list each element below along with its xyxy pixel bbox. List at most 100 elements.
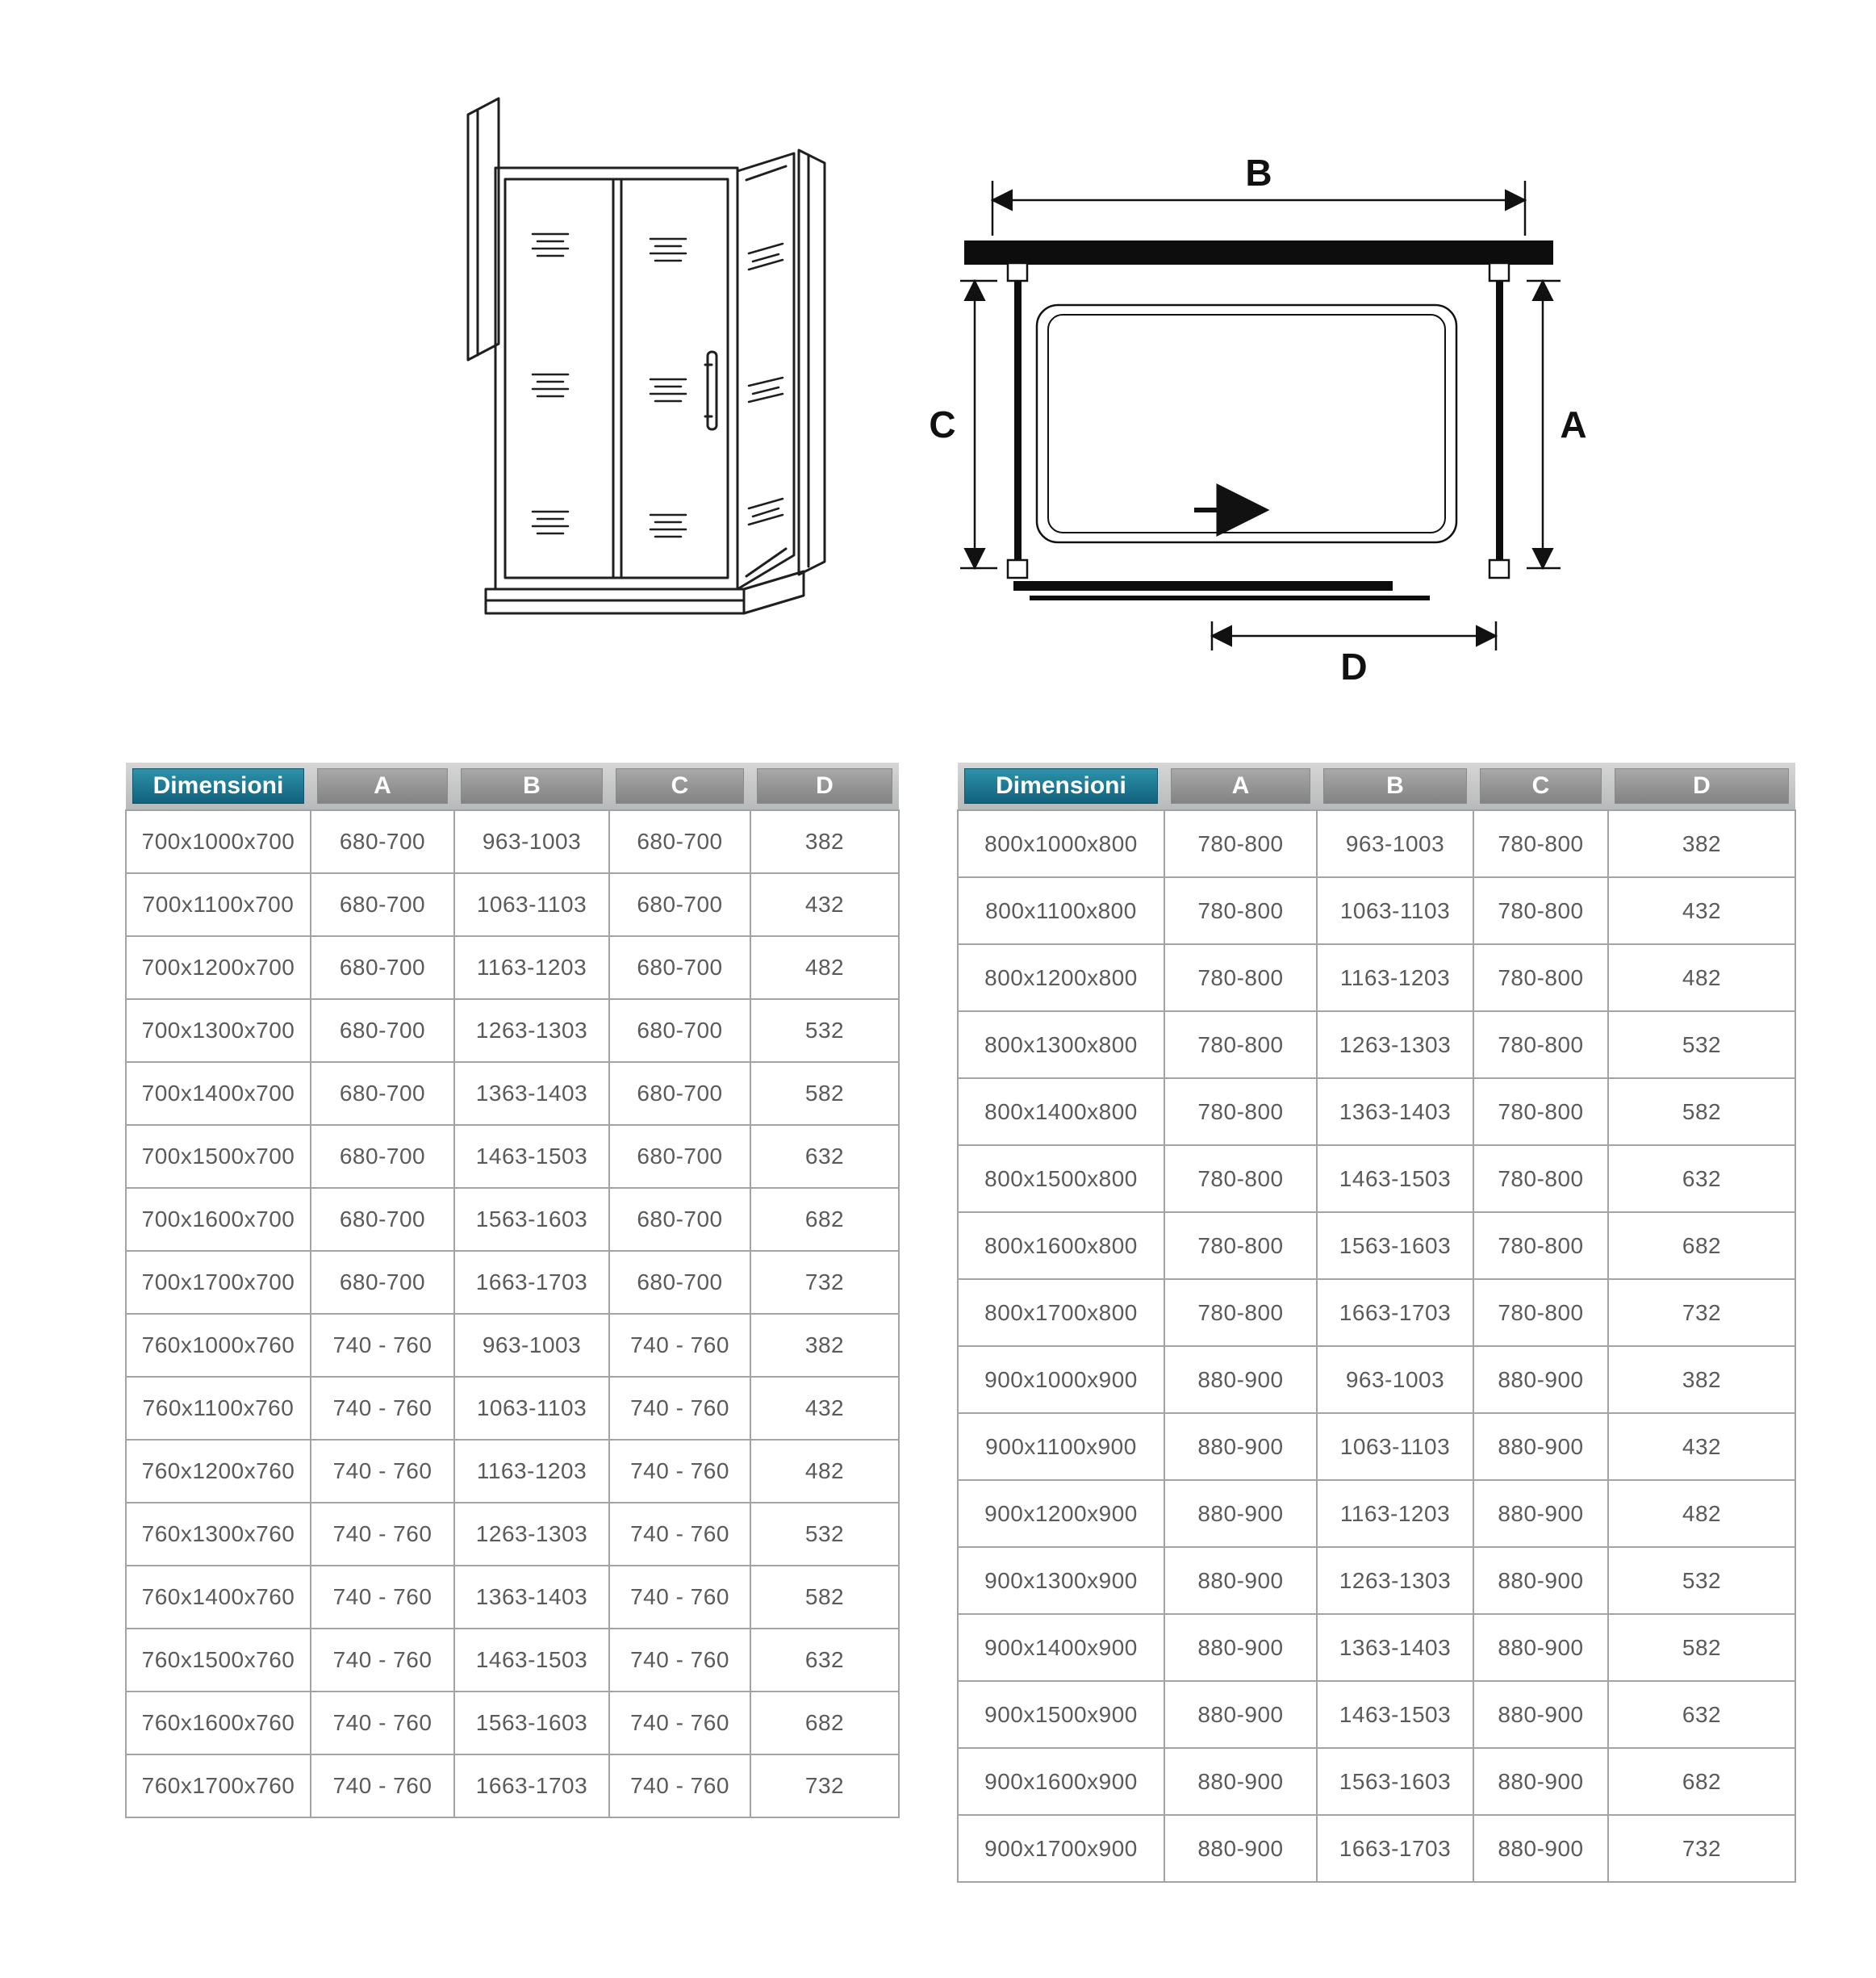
- table-cell: 780-800: [1473, 1144, 1609, 1213]
- table-cell: 680-700: [608, 1250, 751, 1315]
- table-cell: 532: [1607, 1546, 1796, 1615]
- table-cell: 432: [1607, 876, 1796, 945]
- table-cell: 482: [1607, 1479, 1796, 1548]
- table-cell: 680-700: [608, 935, 751, 1000]
- table-cell: 880-900: [1164, 1345, 1318, 1414]
- table-cell: 680-700: [608, 1061, 751, 1126]
- table-cell: 760x1000x760: [125, 1313, 311, 1378]
- table-cell: 1563-1603: [453, 1691, 610, 1755]
- door-handle-icon: [704, 350, 718, 431]
- table-cell: 900x1200x900: [957, 1479, 1165, 1548]
- table-cell: 800x1200x800: [957, 943, 1165, 1012]
- table-cell: 1263-1303: [453, 1502, 610, 1566]
- table-cell: 740 - 760: [310, 1565, 455, 1629]
- table-cell: 1063-1103: [1316, 1412, 1474, 1481]
- table-cell: 582: [750, 1061, 900, 1126]
- table-cell: 1463-1503: [453, 1124, 610, 1189]
- shower-3d-diagram: [466, 97, 826, 615]
- table-cell: 740 - 760: [310, 1502, 455, 1566]
- table-cell: 963-1003: [1316, 1345, 1474, 1414]
- table-cell: 682: [1607, 1211, 1796, 1280]
- table-cell: 700x1500x700: [125, 1124, 311, 1189]
- table-cell: 780-800: [1473, 876, 1609, 945]
- table-cell: 382: [750, 809, 900, 874]
- table-cell: 1563-1603: [1316, 1747, 1474, 1816]
- table-cell: 900x1400x900: [957, 1613, 1165, 1682]
- table-cell: 800x1100x800: [957, 876, 1165, 945]
- table-cell: 700x1700x700: [125, 1250, 311, 1315]
- table-cell: 780-800: [1164, 1010, 1318, 1079]
- table-cell: 740 - 760: [608, 1754, 751, 1818]
- table-cell: 1663-1703: [453, 1250, 610, 1315]
- table-cell: 800x1300x800: [957, 1010, 1165, 1079]
- table-cell: 1663-1703: [1316, 1814, 1474, 1883]
- table-cell: 632: [750, 1124, 900, 1189]
- top-view-diagram: B C A D: [929, 152, 1586, 688]
- table-cell: 680-700: [608, 1187, 751, 1252]
- table-cell: 1463-1503: [453, 1628, 610, 1692]
- table-cell: 1563-1603: [453, 1187, 610, 1252]
- table-cell: 680-700: [310, 998, 455, 1063]
- table-cell: 382: [1607, 1345, 1796, 1414]
- table-cell: 740 - 760: [608, 1628, 751, 1692]
- table-cell: 582: [1607, 1077, 1796, 1146]
- table-cell: 740 - 760: [608, 1502, 751, 1566]
- table-cell: 760x1700x760: [125, 1754, 311, 1818]
- table-cell: 740 - 760: [310, 1439, 455, 1503]
- table-cell: 482: [750, 935, 900, 1000]
- table-cell: 760x1100x760: [125, 1376, 311, 1441]
- column-header-c: C: [1480, 768, 1602, 804]
- table-cell: 800x1600x800: [957, 1211, 1165, 1280]
- table-cell: 780-800: [1473, 1211, 1609, 1280]
- table-cell: 880-900: [1164, 1814, 1318, 1883]
- table-cell: 740 - 760: [310, 1691, 455, 1755]
- table-cell: 900x1300x900: [957, 1546, 1165, 1615]
- table-cell: 880-900: [1164, 1412, 1318, 1481]
- table-cell: 732: [750, 1250, 900, 1315]
- table-cell: 880-900: [1164, 1747, 1318, 1816]
- table-cell: 1463-1503: [1316, 1144, 1474, 1213]
- table-cell: 432: [750, 872, 900, 937]
- table-cell: 780-800: [1473, 1010, 1609, 1079]
- table-cell: 1463-1503: [1316, 1680, 1474, 1749]
- sliding-door-bar: [1013, 581, 1393, 591]
- table-cell: 1063-1103: [453, 1376, 610, 1441]
- table-cell: 732: [1607, 1814, 1796, 1883]
- table-cell: 532: [750, 1502, 900, 1566]
- right-wall: [797, 148, 826, 576]
- column-header-dimensioni: Dimensioni: [964, 768, 1158, 804]
- back-wall: [466, 97, 500, 362]
- table-cell: 582: [1607, 1613, 1796, 1682]
- table-cell: 740 - 760: [608, 1565, 751, 1629]
- table-cell: 800x1500x800: [957, 1144, 1165, 1213]
- label-d: D: [1340, 646, 1367, 688]
- table-cell: 1363-1403: [453, 1061, 610, 1126]
- table-cell: 532: [1607, 1010, 1796, 1079]
- table-cell: 880-900: [1473, 1345, 1609, 1414]
- table-cell: 740 - 760: [310, 1628, 455, 1692]
- table-cell: 963-1003: [1316, 809, 1474, 878]
- column-header-b: B: [461, 768, 603, 804]
- table-cell: 1163-1203: [453, 935, 610, 1000]
- table-cell: 880-900: [1473, 1479, 1609, 1548]
- table-cell: 700x1100x700: [125, 872, 311, 937]
- tray-outline: [1035, 303, 1458, 544]
- table-cell: 482: [750, 1439, 900, 1503]
- table-cell: 582: [750, 1565, 900, 1629]
